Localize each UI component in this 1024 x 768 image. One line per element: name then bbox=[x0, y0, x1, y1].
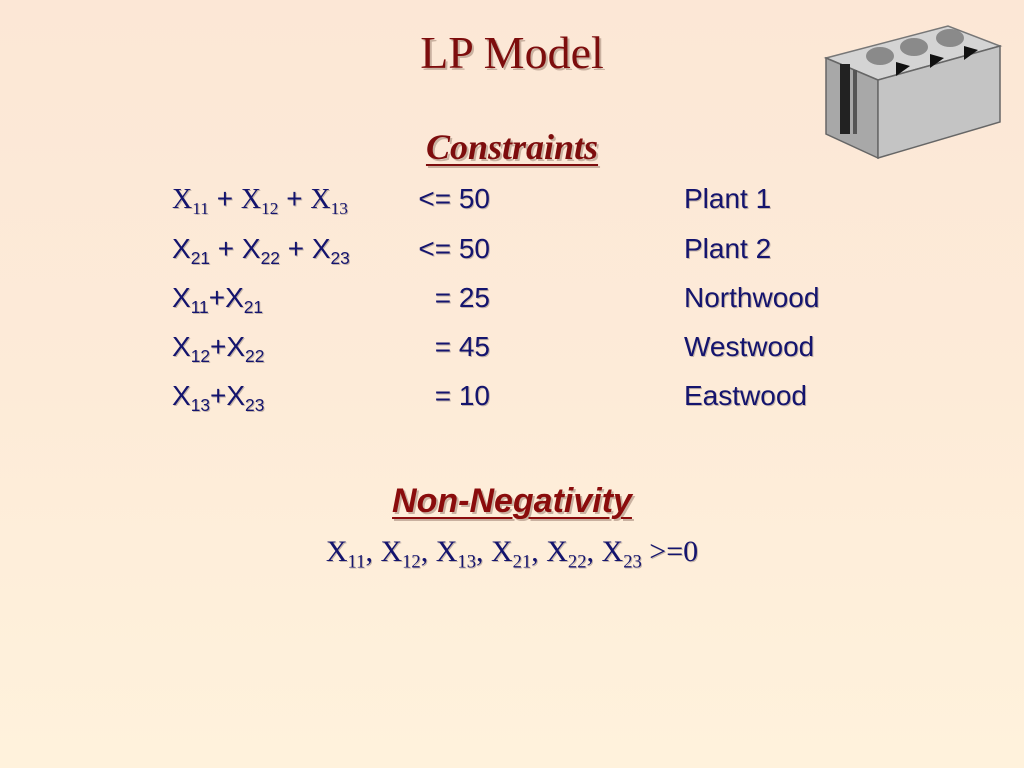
constraints-heading: Constraints bbox=[425, 127, 599, 167]
constraint-expression: X11+X21 bbox=[172, 282, 264, 318]
variable: X11 bbox=[172, 282, 209, 318]
variable: X21 bbox=[490, 535, 532, 573]
variable: X23 bbox=[601, 535, 642, 573]
constraint-row: X13+X23 = 10 Eastwood bbox=[0, 380, 1024, 424]
constraint-row: X12+X22 = 45 Westwood bbox=[0, 331, 1024, 375]
constraint-row: X21 + X22 + X23 <= 50 Plant 2 bbox=[0, 233, 1024, 277]
variable: X12 bbox=[240, 184, 279, 219]
variable: X13 bbox=[172, 380, 210, 416]
variable: X11 bbox=[325, 535, 366, 573]
slide-title: LP Model bbox=[420, 27, 604, 78]
constraint-label: Northwood bbox=[684, 282, 820, 313]
constraint-label: Eastwood bbox=[684, 380, 807, 411]
constraint-rhs: <= 50 bbox=[418, 183, 490, 214]
constraint-expression: X12+X22 bbox=[172, 331, 265, 367]
variable: X21 bbox=[225, 282, 264, 318]
variable: X23 bbox=[226, 380, 265, 416]
constraint-expression: X11 + X12 + X13 bbox=[172, 183, 348, 219]
nonnegativity-heading: Non-Negativity bbox=[392, 482, 632, 520]
variable: X12 bbox=[380, 535, 421, 573]
variable: X12 bbox=[172, 331, 210, 367]
constraint-row: X11 + X12 + X13 <= 50 Plant 1 bbox=[0, 183, 1024, 227]
constraint-expression: X21 + X22 + X23 bbox=[172, 233, 350, 269]
variable: X13 bbox=[435, 535, 476, 573]
constraint-rhs: = 10 bbox=[434, 380, 490, 411]
variable: X23 bbox=[311, 233, 350, 269]
variable: X22 bbox=[546, 535, 587, 573]
concrete-block-icon bbox=[823, 25, 1003, 160]
constraint-rhs: = 45 bbox=[434, 331, 490, 362]
constraint-label: Westwood bbox=[684, 331, 815, 362]
variable: X21 bbox=[172, 233, 210, 269]
variable: X11 bbox=[172, 184, 209, 219]
constraint-label: Plant 1 bbox=[684, 183, 772, 214]
constraint-expression: X13+X23 bbox=[172, 380, 265, 416]
constraint-row: X11+X21 = 25 Northwood bbox=[0, 282, 1024, 326]
variable: X13 bbox=[310, 184, 348, 219]
nonnegativity-expression: X11, X12, X13, X21, X22, X23 >=0 bbox=[325, 535, 699, 573]
variable: X22 bbox=[241, 233, 280, 269]
constraint-rhs: = 25 bbox=[434, 282, 490, 313]
constraint-label: Plant 2 bbox=[684, 233, 772, 264]
variable: X22 bbox=[226, 331, 265, 367]
constraint-rhs: <= 50 bbox=[418, 233, 490, 264]
